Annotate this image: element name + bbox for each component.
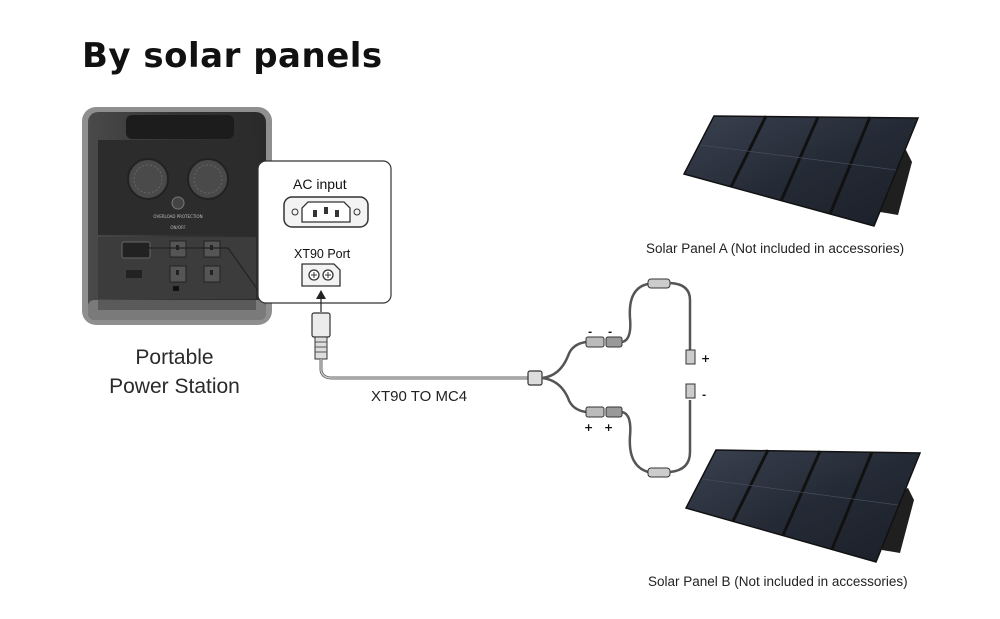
solar-panel-a [682, 115, 920, 227]
protection-text: OVERLOAD PROTECTION [153, 214, 202, 219]
solar-panel-b [684, 449, 922, 563]
cooling-fan-icon [127, 158, 169, 200]
xt90-plug-icon [311, 312, 331, 360]
svg-text:+: + [584, 421, 593, 434]
power-station: OVERLOAD PROTECTION ON/OFF [82, 107, 272, 325]
svg-text:-: - [702, 390, 706, 401]
mc4-connector-icon [605, 406, 623, 418]
power-station-label: Portable Power Station [92, 343, 257, 401]
mc4-connector-icon [585, 336, 605, 348]
ac-outlet-icon [203, 240, 221, 258]
ac-input-port-icon [283, 196, 369, 228]
polarity-marks: - - + + + - [584, 327, 710, 434]
xt90-port-icon [301, 263, 341, 287]
power-button-icon [171, 196, 185, 210]
solar-panel-a-label: Solar Panel A (Not included in accessori… [646, 241, 905, 256]
solar-panel-b-label: Solar Panel B (Not included in accessori… [648, 574, 908, 589]
mc4-connector-icon [605, 336, 623, 348]
cooling-fan-icon [187, 158, 229, 200]
mc4-connector-icon [585, 406, 605, 418]
ports-callout [257, 160, 392, 304]
svg-text:-: - [588, 327, 592, 338]
cable-label: XT90 TO MC4 [371, 388, 468, 405]
ac-input-socket-icon [121, 241, 151, 259]
xt90-to-mc4-cable [311, 278, 696, 478]
ac-input-label: AC input [293, 176, 347, 192]
ac-outlet-icon [169, 240, 187, 258]
power-station-label-line2: Power Station [109, 375, 240, 398]
svg-text:-: - [608, 327, 612, 338]
ac-outlet-icon [169, 265, 187, 283]
svg-text:+: + [604, 421, 613, 434]
ac-outlet-icon [203, 265, 221, 283]
power-station-label-line1: Portable [135, 346, 214, 369]
xt90-port-label: XT90 Port [294, 247, 351, 261]
onoff-text: ON/OFF [170, 225, 186, 230]
svg-text:+: + [701, 352, 710, 365]
page-title: By solar panels [82, 36, 383, 76]
